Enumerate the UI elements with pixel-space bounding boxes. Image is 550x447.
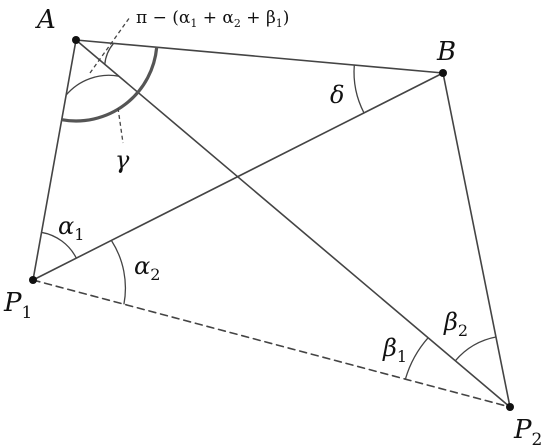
diagonal-A-P2 (75, 39, 511, 408)
point-B (439, 69, 447, 77)
diagonal-P1-B (32, 72, 444, 281)
angle-arc-beta1 (404, 336, 429, 380)
angle-arc-gamma (61, 47, 159, 123)
segment-P1-P2-dashed (32, 279, 511, 408)
angle-arc-beta2 (454, 336, 497, 362)
point-P2 (506, 403, 514, 411)
segment-A-B (75, 39, 444, 74)
point-P1 (29, 276, 37, 284)
angle-arc-at-A-middle (65, 74, 119, 96)
label-gamma: γ (115, 146, 130, 174)
gamma-leader (117, 107, 124, 144)
label-delta: δ (330, 81, 344, 109)
label-beta2: β2 (443, 308, 468, 340)
angle-arc-delta (353, 64, 365, 114)
segment-B-P2 (442, 72, 511, 408)
segment-A-P1 (32, 39, 77, 281)
remainder-leader (89, 16, 131, 74)
label-P2: P2 (513, 415, 542, 447)
label-B: B (436, 37, 456, 67)
angle-arc-alpha1 (41, 231, 77, 259)
label-remainder-angle: π − (α1 + α2 + β1) (136, 8, 289, 30)
point-A (72, 36, 80, 44)
angle-arc-remainder-inner (104, 42, 115, 65)
label-beta1: β1 (382, 334, 407, 366)
label-P1: P1 (3, 288, 32, 323)
angle-arc-alpha2 (110, 240, 127, 305)
label-A: A (35, 5, 56, 35)
label-alpha2: α2 (134, 252, 160, 284)
label-alpha1: α1 (58, 212, 84, 244)
